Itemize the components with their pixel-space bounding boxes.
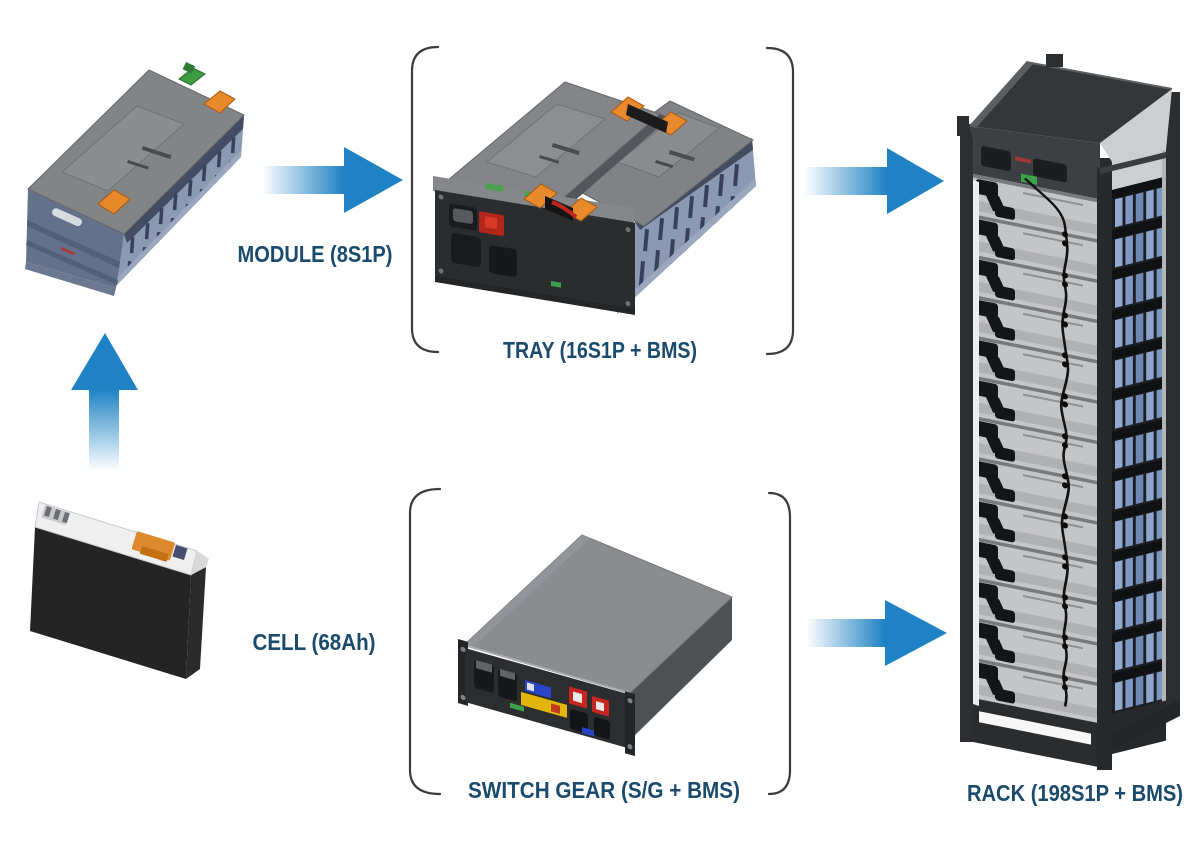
svg-text:MODULE (8S1P): MODULE (8S1P) (238, 241, 393, 267)
svg-text:TRAY (16S1P + BMS): TRAY (16S1P + BMS) (503, 337, 697, 363)
svg-text:RACK (198S1P + BMS): RACK (198S1P + BMS) (967, 780, 1183, 806)
svg-text:SWITCH GEAR (S/G + BMS): SWITCH GEAR (S/G + BMS) (468, 777, 740, 803)
svg-text:CELL (68Ah): CELL (68Ah) (253, 629, 376, 655)
